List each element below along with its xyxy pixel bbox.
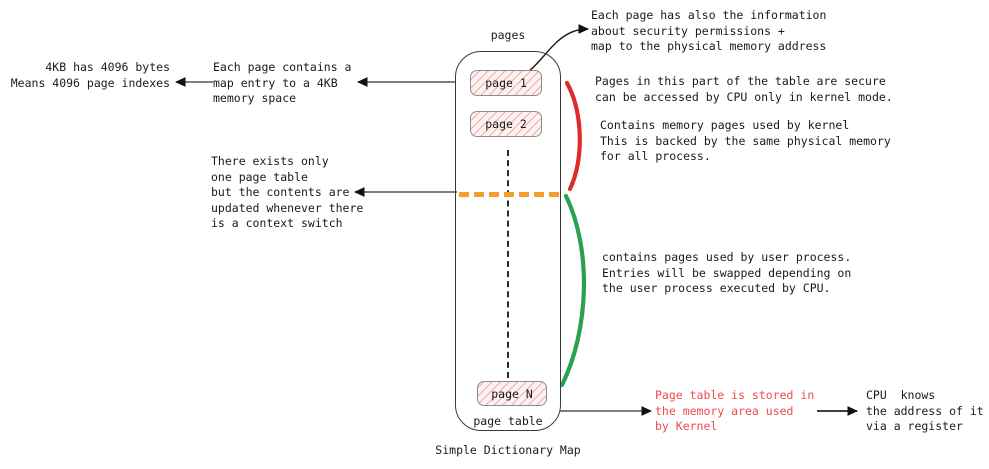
page-ellipsis-dashed-line <box>507 150 509 378</box>
kernel-region-brace <box>564 80 582 192</box>
page-box-2[interactable]: page 2 <box>470 111 542 137</box>
page-box-1[interactable]: page 1 <box>470 70 542 96</box>
annotation-page-map-entry: Each page contains a map entry to a 4KB … <box>213 60 352 105</box>
annotation-stored-in-kernel: Page table is stored in the memory area … <box>655 388 815 433</box>
kernel-user-divider <box>459 192 559 197</box>
annotation-user-process-pages: contains pages used by user process. Ent… <box>602 250 852 295</box>
annotation-4kb-bytes: 4KB has 4096 bytes Means 4096 page index… <box>10 60 170 90</box>
annotation-single-page-table: There exists only one page table but the… <box>211 154 364 230</box>
annotation-kernel-memory-pages: Contains memory pages used by kernel Thi… <box>600 118 891 163</box>
page-box-label: page N <box>491 386 533 401</box>
pages-label: pages <box>490 28 526 42</box>
page-box-label: page 2 <box>485 117 527 131</box>
diagram-caption: Simple Dictionary Map <box>435 443 581 457</box>
annotation-cpu-register: CPU knows the address of it via a regist… <box>866 388 984 433</box>
page-table-label: page table <box>473 414 543 428</box>
annotation-kernel-secure-pages: Pages in this part of the table are secu… <box>595 74 893 104</box>
user-region-brace <box>559 193 587 388</box>
page-box-label: page 1 <box>485 76 527 90</box>
annotation-security-permissions: Each page has also the information about… <box>591 8 827 53</box>
page-table-outline <box>455 51 561 431</box>
page-box-n[interactable]: page N <box>477 381 547 406</box>
